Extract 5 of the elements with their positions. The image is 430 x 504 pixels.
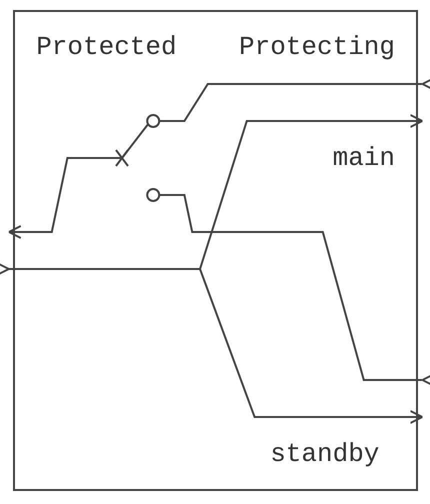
side-heading: Protected <box>36 32 177 62</box>
side-heading: Protecting <box>238 32 396 62</box>
path-label: standby <box>270 439 380 469</box>
switch-box <box>12 10 418 491</box>
path-label: main <box>332 143 396 173</box>
